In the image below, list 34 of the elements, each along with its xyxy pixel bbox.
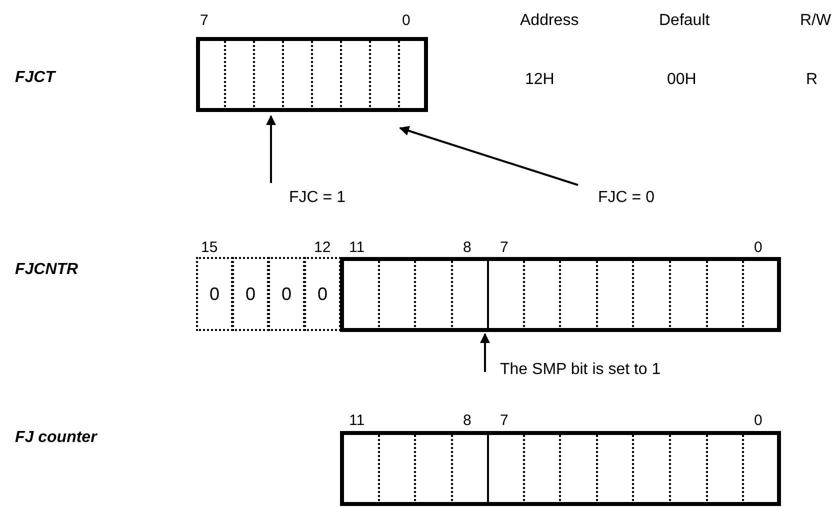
- bit-number: 7: [500, 240, 508, 255]
- bit-number: 0: [754, 240, 762, 255]
- register-info: 00H: [667, 72, 696, 88]
- bit-number: 0: [402, 13, 410, 28]
- register-name: FJ counter: [15, 430, 97, 446]
- note-text: FJC = 1: [289, 190, 346, 206]
- reserved-bit-cell: 0: [268, 257, 305, 331]
- bit-number: 12: [314, 240, 331, 255]
- bit-number: 7: [200, 13, 208, 28]
- bit-number: 8: [463, 413, 472, 428]
- register-box: [196, 37, 428, 112]
- register-box: [340, 257, 781, 332]
- register-info: 12H: [525, 72, 554, 88]
- note-text: FJC = 0: [598, 190, 654, 206]
- arrow: [480, 333, 490, 372]
- bit-number: 8: [463, 240, 472, 255]
- arrow: [399, 126, 578, 186]
- bit-number: 7: [500, 413, 508, 428]
- bit-number: 15: [201, 240, 218, 255]
- bit-number: 11: [349, 413, 365, 428]
- reserved-bit-cell: 0: [196, 257, 233, 331]
- arrow: [266, 115, 276, 183]
- reserved-bit-cell: 0: [232, 257, 269, 331]
- bit-number: 0: [754, 413, 762, 428]
- register-info: Address: [520, 13, 579, 29]
- register-name: FJCT: [15, 70, 55, 86]
- register-info: R/W: [800, 13, 832, 29]
- register-name: FJCNTR: [15, 262, 78, 278]
- reserved-bit-cell: 0: [304, 257, 341, 331]
- register-info: Default: [659, 13, 710, 29]
- bit-number: 11: [349, 240, 365, 255]
- register-box: [340, 431, 781, 506]
- register-info: R: [806, 72, 818, 88]
- note-text: The SMP bit is set to 1: [500, 362, 661, 378]
